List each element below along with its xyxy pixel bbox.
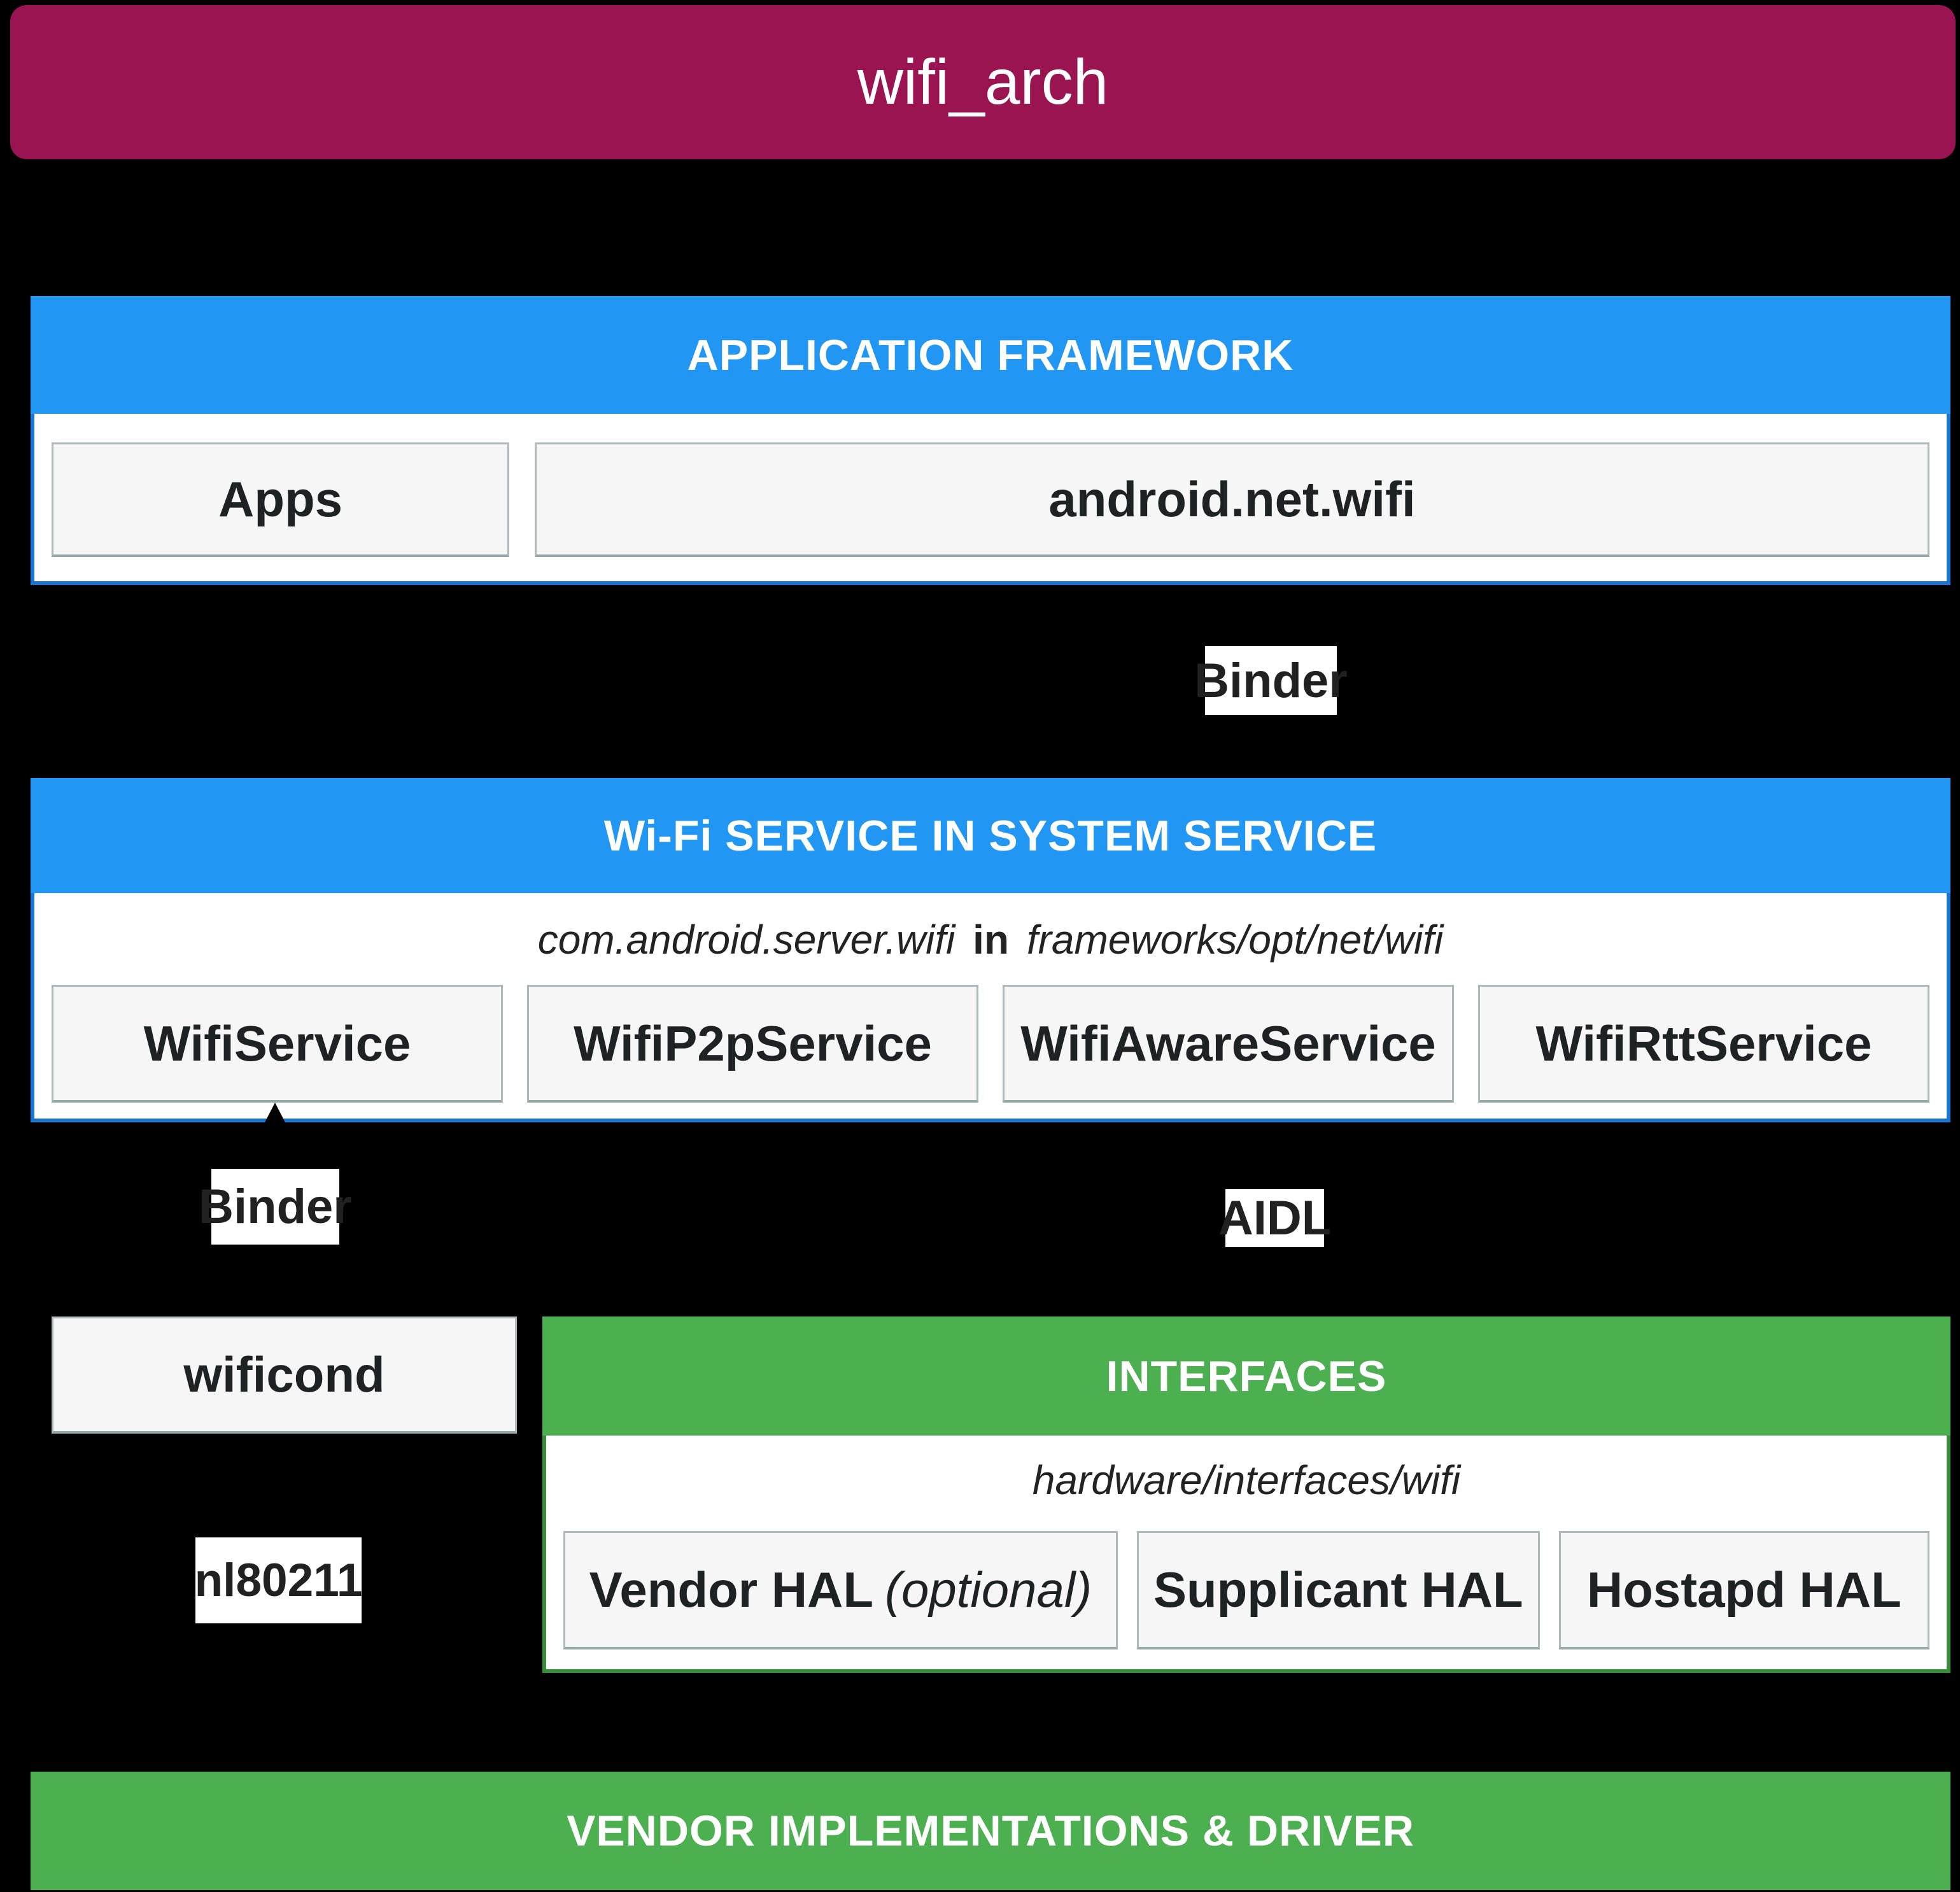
nl80211-label: nl80211: [195, 1537, 362, 1623]
application-framework-header-label: APPLICATION FRAMEWORK: [687, 330, 1294, 379]
binder-left-label: Binder: [199, 1169, 352, 1245]
wifi-service-package-path: com.android.server.wifi in frameworks/op…: [34, 916, 1947, 963]
wifip2pservice-box-label: WifiP2pService: [574, 1015, 932, 1071]
interfaces-path: hardware/interfaces/wifi: [546, 1457, 1947, 1504]
binder-top-label: Binder: [1194, 646, 1348, 715]
interfaces-header-label: INTERFACES: [1106, 1352, 1387, 1401]
wifiservice-box-label: WifiService: [143, 1015, 411, 1071]
vendor-hal-box: Vendor HAL (optional): [563, 1531, 1118, 1649]
arrow-up-wificond-to-wifiservice: [253, 1103, 297, 1146]
aidl-label: AIDL: [1218, 1189, 1331, 1247]
vendor-hal-box-label: Vendor HAL: [589, 1562, 874, 1618]
package-path-prefix: com.android.server.wifi: [537, 917, 955, 963]
interfaces-path-text: hardware/interfaces/wifi: [1032, 1457, 1461, 1503]
interfaces-header: INTERFACES: [542, 1317, 1950, 1436]
wifip2pservice-box: WifiP2pService: [527, 985, 978, 1103]
wifi-service-header: Wi-Fi SERVICE IN SYSTEM SERVICE: [31, 778, 1950, 893]
wifiservice-box: WifiService: [52, 985, 503, 1103]
hostapd-hal-box-label: Hostapd HAL: [1586, 1562, 1901, 1618]
android-net-wifi-box: android.net.wifi: [535, 442, 1929, 557]
wifi-service-header-label: Wi-Fi SERVICE IN SYSTEM SERVICE: [603, 811, 1378, 860]
application-framework-header: APPLICATION FRAMEWORK: [31, 296, 1950, 414]
diagram-title: wifi_arch: [857, 46, 1109, 118]
apps-box: Apps: [52, 442, 509, 557]
wifiawareservice-box: WifiAwareService: [1003, 985, 1454, 1103]
arrow-down-interfaces-to-vendor: [1253, 1733, 1298, 1776]
package-path-suffix: frameworks/opt/net/wifi: [1026, 917, 1444, 963]
vendor-hal-box-note: (optional): [885, 1562, 1092, 1618]
binder-left-label-text: Binder: [199, 1180, 352, 1234]
vendor-implementations-header-label: VENDOR IMPLEMENTATIONS & DRIVER: [567, 1807, 1414, 1855]
vendor-implementations-section: VENDOR IMPLEMENTATIONS & DRIVER: [31, 1772, 1950, 1890]
wifirttservice-box: WifiRttService: [1478, 985, 1929, 1103]
android-net-wifi-box-label: android.net.wifi: [1048, 471, 1416, 527]
wifiawareservice-box-label: WifiAwareService: [1020, 1015, 1436, 1071]
wifirttservice-box-label: WifiRttService: [1535, 1015, 1872, 1071]
apps-box-label: Apps: [218, 471, 342, 527]
aidl-label-text: AIDL: [1218, 1191, 1332, 1245]
wificond-box-label: wificond: [183, 1346, 385, 1402]
package-path-infix: in: [973, 917, 1010, 963]
application-framework-section: APPLICATION FRAMEWORK Apps android.net.w…: [31, 296, 1950, 585]
wifi-service-section: Wi-Fi SERVICE IN SYSTEM SERVICE com.andr…: [31, 778, 1950, 1122]
supplicant-hal-box: Supplicant HAL: [1136, 1531, 1540, 1649]
hostapd-hal-box: Hostapd HAL: [1558, 1531, 1929, 1649]
interfaces-section: INTERFACES hardware/interfaces/wifi Vend…: [542, 1317, 1950, 1673]
wificond-box: wificond: [52, 1317, 517, 1434]
nl80211-label-text: nl80211: [194, 1555, 363, 1606]
diagram-title-bar: wifi_arch: [10, 5, 1956, 159]
binder-top-label-text: Binder: [1194, 653, 1348, 708]
supplicant-hal-box-label: Supplicant HAL: [1153, 1562, 1523, 1618]
